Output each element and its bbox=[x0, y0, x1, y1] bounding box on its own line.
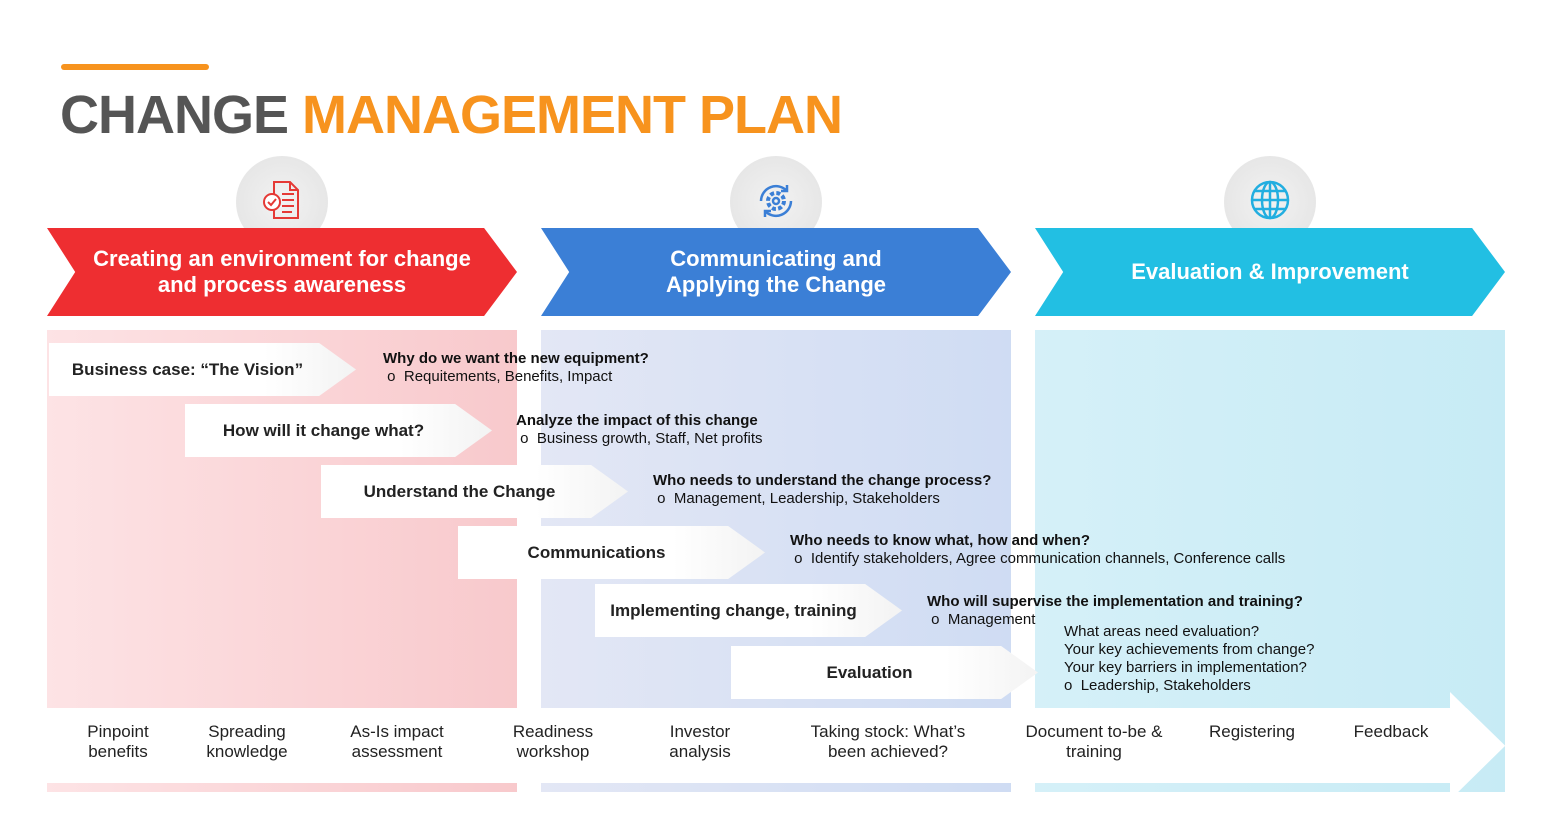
step-6-note: What areas need evaluation? Your key ach… bbox=[1064, 623, 1315, 694]
timeline-arrow bbox=[47, 708, 1505, 783]
timeline-item: Investor analysis bbox=[669, 722, 731, 761]
step-question: Your key barriers in implementation? bbox=[1064, 659, 1307, 676]
timeline-item: Taking stock: What’s been achieved? bbox=[810, 722, 966, 761]
title-part-1: CHANGE bbox=[60, 85, 289, 145]
step-question: Analyze the impact of this change bbox=[516, 412, 758, 429]
step-4-arrow: Communications bbox=[458, 526, 765, 579]
step-3-note: Who needs to understand the change proce… bbox=[653, 472, 992, 507]
timeline-item: Registering bbox=[1209, 722, 1295, 741]
phase-3-header: Evaluation & Improvement bbox=[1035, 228, 1505, 316]
phase-3-label: Evaluation & Improvement bbox=[1131, 259, 1409, 284]
step-4-note: Who needs to know what, how and when? o … bbox=[790, 532, 1286, 567]
step-question: Who needs to know what, how and when? bbox=[790, 532, 1090, 549]
step-detail: Business growth, Staff, Net profits bbox=[536, 430, 763, 447]
step-label: Business case: “The Vision” bbox=[71, 359, 304, 379]
step-question: What areas need evaluation? bbox=[1064, 623, 1260, 640]
step-detail: Leadership, Stakeholders bbox=[1080, 677, 1251, 694]
step-label: Communications bbox=[527, 542, 666, 562]
phase-1-header: Creating an environment for change and p… bbox=[47, 228, 517, 316]
step-detail: Identify stakeholders, Agree communicati… bbox=[810, 550, 1286, 567]
step-label: Understand the Change bbox=[363, 481, 556, 501]
step-2-arrow: How will it change what? bbox=[185, 404, 492, 457]
phase-2-label: Communicating and Applying the Change bbox=[666, 246, 886, 297]
step-1-note: Why do we want the new equipment? o Requ… bbox=[383, 350, 649, 385]
step-label: How will it change what? bbox=[222, 420, 425, 440]
timeline-item: Readiness workshop bbox=[512, 722, 594, 761]
step-question: Your key achievements from change? bbox=[1064, 641, 1315, 658]
step-3-arrow: Understand the Change bbox=[321, 465, 628, 518]
timeline-item: As-Is impact assessment bbox=[350, 722, 444, 761]
title-accent-bar bbox=[61, 64, 209, 70]
step-question: Who will supervise the implementation an… bbox=[927, 593, 1303, 610]
step-detail: Management bbox=[947, 611, 1036, 628]
timeline-item: Pinpoint benefits bbox=[87, 722, 149, 761]
step-1-arrow: Business case: “The Vision” bbox=[49, 343, 356, 396]
step-label: Implementing change, training bbox=[610, 600, 857, 620]
step-question: Who needs to understand the change proce… bbox=[653, 472, 992, 489]
page-title: CHANGE MANAGEMENT PLAN bbox=[60, 84, 843, 146]
step-5-arrow: Implementing change, training bbox=[595, 584, 902, 637]
timeline-item: Document to-be & training bbox=[1025, 722, 1163, 761]
timeline-item: Spreading knowledge bbox=[206, 722, 288, 761]
step-2-note: Analyze the impact of this change o Busi… bbox=[516, 412, 763, 447]
step-detail: Management, Leadership, Stakeholders bbox=[673, 490, 940, 507]
step-5-note: Who will supervise the implementation an… bbox=[927, 593, 1303, 628]
step-question: Why do we want the new equipment? bbox=[383, 350, 649, 367]
timeline-item: Feedback bbox=[1353, 722, 1429, 741]
step-label: Evaluation bbox=[826, 662, 913, 682]
step-6-arrow: Evaluation bbox=[731, 646, 1038, 699]
phase-1-label: Creating an environment for change and p… bbox=[93, 246, 471, 297]
step-detail: Requitements, Benefits, Impact bbox=[403, 368, 613, 385]
phase-2-header: Communicating and Applying the Change bbox=[541, 228, 1011, 316]
title-part-2: MANAGEMENT PLAN bbox=[302, 85, 843, 145]
